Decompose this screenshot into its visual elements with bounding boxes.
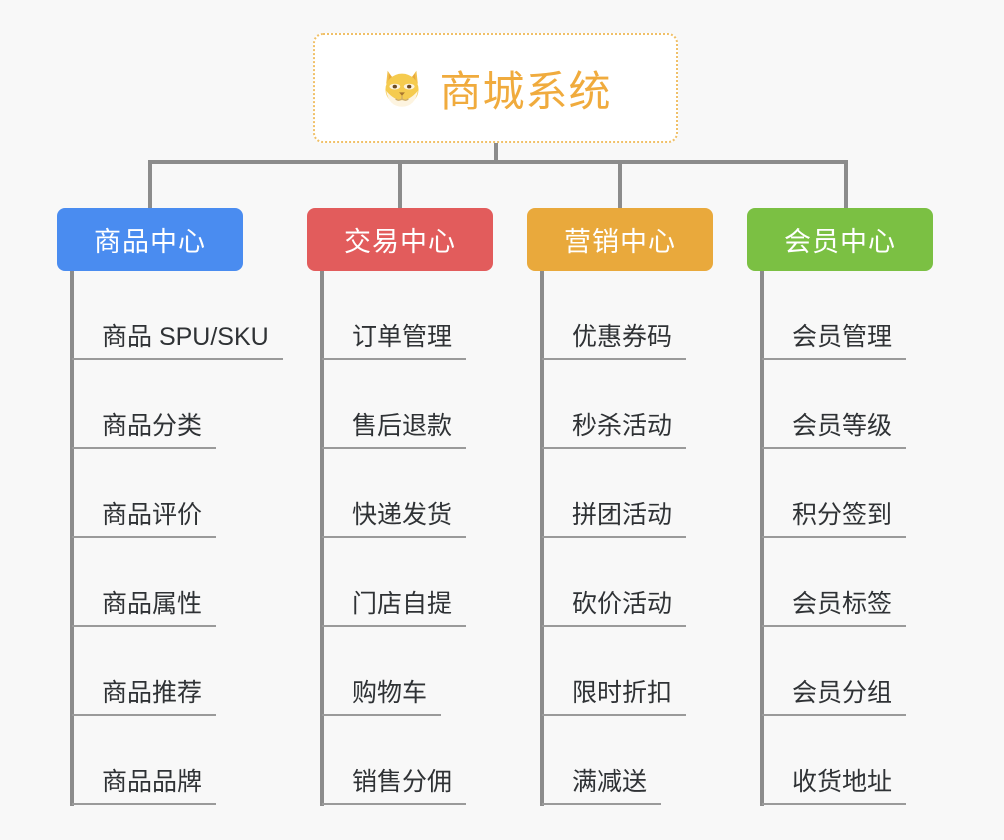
root-title: 商城系统 bbox=[439, 67, 612, 115]
branch-trunk-2 bbox=[320, 271, 324, 806]
leaf-label: 购物车 bbox=[352, 678, 428, 707]
leaf-label: 优惠券码 bbox=[572, 322, 673, 351]
leaf-item[interactable]: 商品品牌 bbox=[57, 716, 307, 805]
leaf-item[interactable]: 会员分组 bbox=[747, 627, 967, 716]
branch-trunk-4 bbox=[760, 271, 764, 806]
leaf-item[interactable]: 优惠券码 bbox=[527, 271, 747, 360]
connector-drop-3 bbox=[618, 160, 622, 208]
leaf-label: 商品推荐 bbox=[102, 678, 203, 707]
leaf-label: 商品分类 bbox=[102, 411, 203, 440]
leaf-item[interactable]: 售后退款 bbox=[307, 360, 527, 449]
branch-column-3: 营销中心 优惠券码 秒杀活动 拼团活动 砍价活动 限时折扣 满减送 bbox=[527, 208, 747, 806]
leaf-item[interactable]: 收货地址 bbox=[747, 716, 967, 805]
branch-leaves-4: 会员管理 会员等级 积分签到 会员标签 会员分组 收货地址 bbox=[747, 271, 967, 805]
leaf-item[interactable]: 积分签到 bbox=[747, 449, 967, 538]
leaf-item[interactable]: 商品 SPU/SKU bbox=[57, 271, 307, 360]
leaf-label: 售后退款 bbox=[352, 411, 453, 440]
leaf-label: 会员等级 bbox=[792, 411, 893, 440]
connector-drop-2 bbox=[398, 160, 402, 208]
leaf-item[interactable]: 会员等级 bbox=[747, 360, 967, 449]
leaf-item[interactable]: 商品属性 bbox=[57, 538, 307, 627]
leaf-item[interactable]: 购物车 bbox=[307, 627, 527, 716]
leaf-item[interactable]: 满减送 bbox=[527, 716, 747, 805]
leaf-item[interactable]: 商品推荐 bbox=[57, 627, 307, 716]
root-node[interactable]: 商城系统 bbox=[313, 33, 678, 143]
leaf-item[interactable]: 商品分类 bbox=[57, 360, 307, 449]
shiba-inu-dog-face-icon bbox=[379, 65, 425, 111]
leaf-item[interactable]: 销售分佣 bbox=[307, 716, 527, 805]
leaf-label: 拼团活动 bbox=[572, 500, 673, 529]
leaf-label: 商品属性 bbox=[102, 589, 203, 618]
leaf-label: 限时折扣 bbox=[572, 678, 673, 707]
leaf-item[interactable]: 快递发货 bbox=[307, 449, 527, 538]
connector-drop-1 bbox=[148, 160, 152, 208]
branch-column-4: 会员中心 会员管理 会员等级 积分签到 会员标签 会员分组 收货地址 bbox=[747, 208, 967, 806]
branch-header-1[interactable]: 商品中心 bbox=[57, 208, 243, 271]
branch-leaves-2: 订单管理 售后退款 快递发货 门店自提 购物车 销售分佣 bbox=[307, 271, 527, 805]
leaf-label: 商品 SPU/SKU bbox=[102, 322, 269, 351]
leaf-label: 砍价活动 bbox=[572, 589, 673, 618]
leaf-label: 会员管理 bbox=[792, 322, 893, 351]
branch-header-2[interactable]: 交易中心 bbox=[307, 208, 493, 271]
leaf-item[interactable]: 限时折扣 bbox=[527, 627, 747, 716]
branch-leaves-3: 优惠券码 秒杀活动 拼团活动 砍价活动 限时折扣 满减送 bbox=[527, 271, 747, 805]
leaf-item[interactable]: 门店自提 bbox=[307, 538, 527, 627]
connector-drop-4 bbox=[844, 160, 848, 208]
leaf-label: 秒杀活动 bbox=[572, 411, 673, 440]
leaf-label: 会员标签 bbox=[792, 589, 893, 618]
branch-leaves-1: 商品 SPU/SKU 商品分类 商品评价 商品属性 商品推荐 商品品牌 bbox=[57, 271, 307, 805]
branch-trunk-1 bbox=[70, 271, 74, 806]
branch-column-1: 商品中心 商品 SPU/SKU 商品分类 商品评价 商品属性 商品推荐 商品品牌 bbox=[57, 208, 307, 806]
leaf-label: 订单管理 bbox=[352, 322, 453, 351]
branch-column-2: 交易中心 订单管理 售后退款 快递发货 门店自提 购物车 销售分佣 bbox=[307, 208, 527, 806]
leaf-label: 商品评价 bbox=[102, 500, 203, 529]
branch-header-3[interactable]: 营销中心 bbox=[527, 208, 713, 271]
leaf-label: 收货地址 bbox=[792, 767, 893, 796]
connector-horizontal-bus bbox=[148, 160, 848, 164]
leaf-item[interactable]: 会员标签 bbox=[747, 538, 967, 627]
leaf-item[interactable]: 拼团活动 bbox=[527, 449, 747, 538]
connector-root-stem bbox=[494, 143, 498, 163]
branch-trunk-3 bbox=[540, 271, 544, 806]
leaf-label: 销售分佣 bbox=[352, 767, 453, 796]
leaf-label: 门店自提 bbox=[352, 589, 453, 618]
leaf-label: 商品品牌 bbox=[102, 767, 203, 796]
branch-header-4[interactable]: 会员中心 bbox=[747, 208, 933, 271]
leaf-label: 会员分组 bbox=[792, 678, 893, 707]
leaf-item[interactable]: 砍价活动 bbox=[527, 538, 747, 627]
leaf-item[interactable]: 会员管理 bbox=[747, 271, 967, 360]
leaf-label: 满减送 bbox=[572, 767, 648, 796]
leaf-item[interactable]: 秒杀活动 bbox=[527, 360, 747, 449]
leaf-item[interactable]: 商品评价 bbox=[57, 449, 307, 538]
leaf-label: 积分签到 bbox=[792, 500, 893, 529]
leaf-label: 快递发货 bbox=[352, 500, 453, 529]
leaf-item[interactable]: 订单管理 bbox=[307, 271, 527, 360]
